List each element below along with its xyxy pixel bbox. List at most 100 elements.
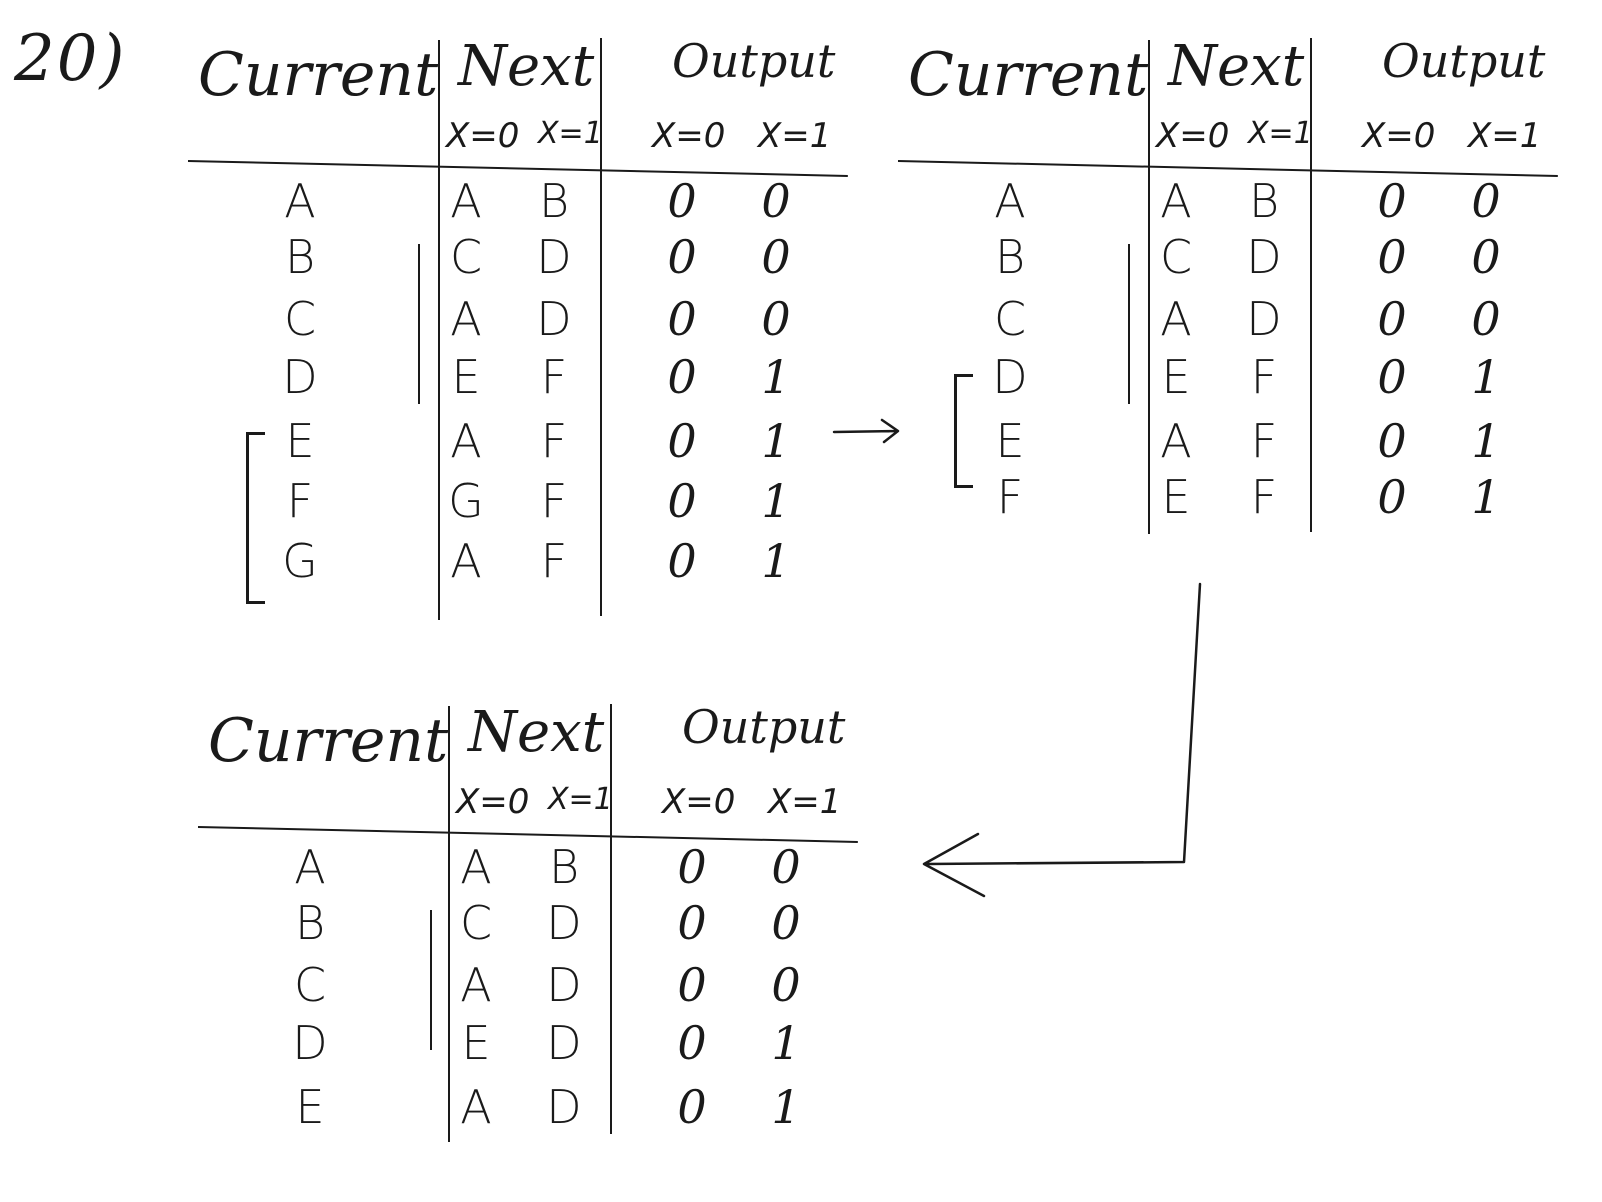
cell-next-x1: F [540,534,568,588]
cell-output-x1: 1 [761,534,791,588]
cell-current-state: C [993,292,1027,346]
column-divider-extra [1128,244,1130,404]
header-output: Output [682,700,846,754]
cell-output-x1: 0 [761,230,791,284]
column-divider-right [1310,38,1312,532]
cell-next-x1: B [1248,174,1280,228]
cell-next-x0: C [1159,230,1193,284]
header-next-x0: X=0 [456,782,530,822]
cell-output-x0: 0 [1377,230,1407,284]
cell-current-state: G [282,534,318,588]
header-output-x0: X=0 [662,782,736,822]
cell-next-x1: D [536,292,572,346]
cell-next-x1: D [546,1016,582,1070]
header-output: Output [1382,34,1546,88]
grouping-bracket [246,432,265,604]
cell-next-x0: A [450,414,482,468]
cell-next-x1: D [546,1080,582,1134]
cell-output-x0: 0 [1377,414,1407,468]
cell-output-x1: 0 [771,840,801,894]
cell-output-x0: 0 [667,174,697,228]
cell-current-state: C [283,292,317,346]
cell-output-x1: 1 [1471,350,1501,404]
column-divider-left [448,706,450,1142]
cell-output-x1: 0 [1471,174,1501,228]
cell-next-x1: D [546,896,582,950]
header-current: Current [198,40,439,110]
cell-current-state: B [294,896,326,950]
cell-current-state: C [293,958,327,1012]
cell-output-x1: 1 [761,474,791,528]
cell-output-x1: 1 [1471,414,1501,468]
header-output-x0: X=0 [1362,116,1436,156]
cell-output-x0: 0 [1377,350,1407,404]
cell-current-state: D [992,350,1028,404]
cell-current-state: E [285,414,315,468]
cell-output-x0: 0 [667,230,697,284]
cell-next-x0: A [1160,414,1192,468]
cell-output-x0: 0 [1377,174,1407,228]
cell-output-x1: 1 [761,350,791,404]
cell-current-state: D [282,350,318,404]
header-output-x1: X=1 [758,116,832,156]
header-next-x1: X=1 [548,782,613,817]
arrow-right-icon [832,418,900,444]
cell-output-x0: 0 [1377,292,1407,346]
cell-next-x0: A [460,1080,492,1134]
cell-next-x1: F [1250,350,1278,404]
cell-next-x1: D [536,230,572,284]
cell-next-x0: E [1161,470,1191,524]
cell-next-x0: E [461,1016,491,1070]
header-next-x0: X=0 [1156,116,1230,156]
cell-output-x1: 0 [771,958,801,1012]
cell-next-x1: F [1250,414,1278,468]
cell-output-x0: 0 [677,958,707,1012]
cell-next-x1: B [548,840,580,894]
cell-output-x0: 0 [677,840,707,894]
cell-next-x0: E [451,350,481,404]
column-divider-right [600,38,602,616]
cell-output-x1: 0 [1471,292,1501,346]
header-next-x1: X=1 [1248,116,1313,151]
problem-number: 20) [14,22,127,96]
cell-output-x0: 0 [667,292,697,346]
cell-next-x1: B [538,174,570,228]
header-next: Next [458,34,595,99]
column-divider-extra [430,910,432,1050]
cell-output-x1: 1 [1471,470,1501,524]
cell-next-x0: A [450,174,482,228]
cell-next-x1: D [1246,230,1282,284]
cell-output-x0: 0 [667,350,697,404]
arrow-down-left-icon [922,582,1202,898]
column-divider-extra [418,244,420,404]
cell-output-x0: 0 [677,896,707,950]
header-output-x1: X=1 [1468,116,1542,156]
cell-output-x1: 0 [761,174,791,228]
column-divider-right [610,704,612,1134]
cell-current-state: D [292,1016,328,1070]
cell-next-x0: C [459,896,493,950]
cell-next-x0: A [1160,292,1192,346]
cell-output-x0: 0 [677,1080,707,1134]
cell-current-state: B [284,230,316,284]
cell-output-x0: 0 [667,534,697,588]
header-output: Output [672,34,836,88]
